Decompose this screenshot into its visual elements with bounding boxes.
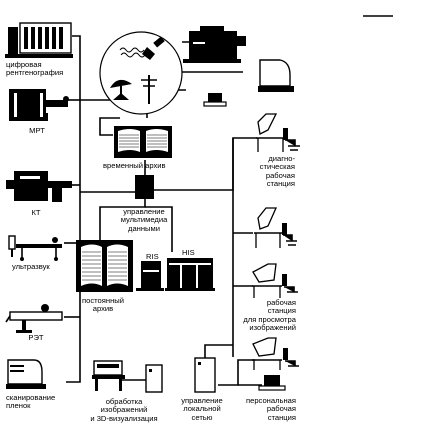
- digital-radiography-icon: [5, 22, 73, 58]
- label-his: HIS: [182, 248, 195, 257]
- lower-workstation-icon: [252, 337, 299, 370]
- pet-scanner-icon: [5, 304, 63, 333]
- viewing-workstation-icon: [252, 263, 298, 298]
- label-film-scanning: сканирование пленок: [6, 393, 56, 411]
- label-permanent-archive: постоянный архив: [82, 296, 124, 314]
- label-viewing-workstation: рабочая станция для просмотра изображени…: [243, 298, 296, 333]
- label-temporary-archive: временный архив: [103, 161, 166, 170]
- his-server-icon: [165, 258, 215, 291]
- ultrasound-icon: [8, 235, 62, 261]
- laptop-icon: [203, 93, 227, 107]
- label-digital-radiography: цифровая рентгенография: [6, 60, 64, 78]
- label-image-processing: обработка изображений и 3D-визуализация: [90, 397, 158, 423]
- multimedia-server-icon: [135, 175, 154, 199]
- permanent-archive-icon: [76, 240, 133, 292]
- mri-scanner-icon: [9, 89, 69, 121]
- label-ultrasound: ультразвук: [12, 262, 50, 271]
- film-scanner-icon: [6, 359, 46, 389]
- label-ris: RIS: [146, 252, 159, 261]
- imager-icon: [258, 59, 294, 92]
- lan-server-icon: [194, 357, 216, 393]
- label-multimedia-management: управление мультимедиа данными: [120, 207, 168, 233]
- label-mri: МРТ: [29, 126, 45, 135]
- printer-icon: [183, 26, 246, 63]
- temporary-archive-icon: [114, 126, 172, 158]
- image-processing-icon: [92, 360, 163, 393]
- connection-lines: [64, 35, 262, 386]
- satellite-link-icon: [99, 31, 183, 115]
- ris-server-icon: [136, 261, 164, 291]
- ct-scanner-icon: [6, 171, 72, 202]
- diagnostic-workstation-icon: [256, 113, 300, 152]
- label-lan-management: управление локальной сетью: [181, 396, 223, 422]
- label-pet: РЭТ: [28, 333, 44, 342]
- label-personal-workstation: персональная рабочая станция: [246, 396, 296, 422]
- viewing-workstation-top-icon: [254, 207, 297, 248]
- label-ct: КТ: [31, 208, 41, 217]
- label-diagnostic-workstation: диагно- стическая рабочая станция: [259, 154, 295, 189]
- personal-workstation-icon: [258, 375, 286, 391]
